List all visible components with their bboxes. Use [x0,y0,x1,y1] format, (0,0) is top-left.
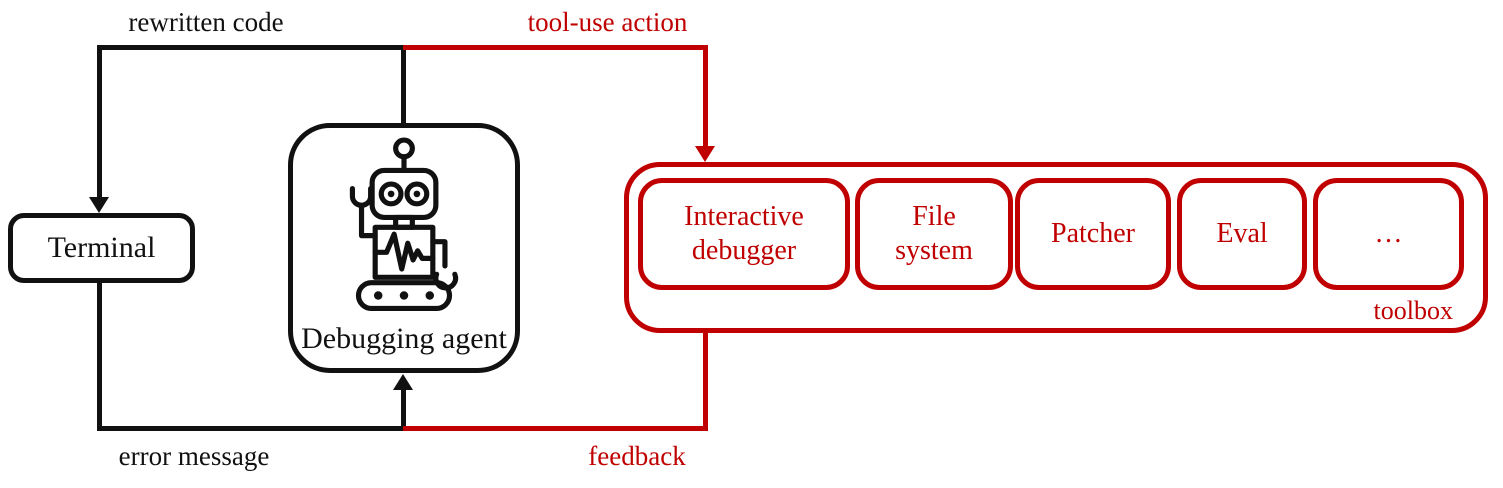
toolbox-container: Interactive debugger File system Patcher… [624,162,1488,333]
tool-file-system-label: File system [895,201,973,266]
tool-interactive-debugger-label: Interactive debugger [684,201,804,266]
edge-label-rewritten-code: rewritten code [128,7,284,37]
tool-ellipsis: … [1313,178,1464,290]
agent-top-connector-line [401,45,406,125]
debugging-agent-node: Debugging agent [288,123,520,373]
terminal-label: Terminal [47,231,156,264]
arrowhead-into-terminal-icon [89,197,109,213]
tool-eval: Eval [1177,178,1307,290]
arrowhead-into-agent-icon [393,374,413,390]
toolbox-label: toolbox [1373,296,1453,325]
edge-label-tool-use-action: tool-use action [527,7,688,37]
edge-label-feedback: feedback [588,441,686,471]
robot-icon [349,137,459,312]
edge-label-error-message: error message [118,441,270,471]
edge-feedback-line-vertical [703,333,708,431]
edge-feedback-line-horizontal [403,426,708,431]
tool-file-system: File system [855,178,1013,290]
arrowhead-into-toolbox-icon [695,146,715,162]
tool-interactive-debugger: Interactive debugger [638,178,850,290]
edge-tool-use-action-line-horizontal [403,45,708,50]
tool-patcher-label: Patcher [1051,218,1135,250]
edge-error-message-line-horizontal [97,426,406,431]
tool-patcher: Patcher [1015,178,1171,290]
edge-error-message-line-vertical-mid [401,389,406,431]
terminal-node: Terminal [8,213,195,283]
debugging-agent-label: Debugging agent [301,322,507,355]
tool-eval-label: Eval [1216,218,1268,250]
tool-ellipsis-label: … [1374,218,1403,250]
edge-rewritten-code-line-horizontal [97,45,406,50]
edge-rewritten-code-line-vertical [97,45,102,198]
edge-tool-use-action-line-vertical [703,45,708,146]
edge-error-message-line-vertical-left [97,283,102,431]
